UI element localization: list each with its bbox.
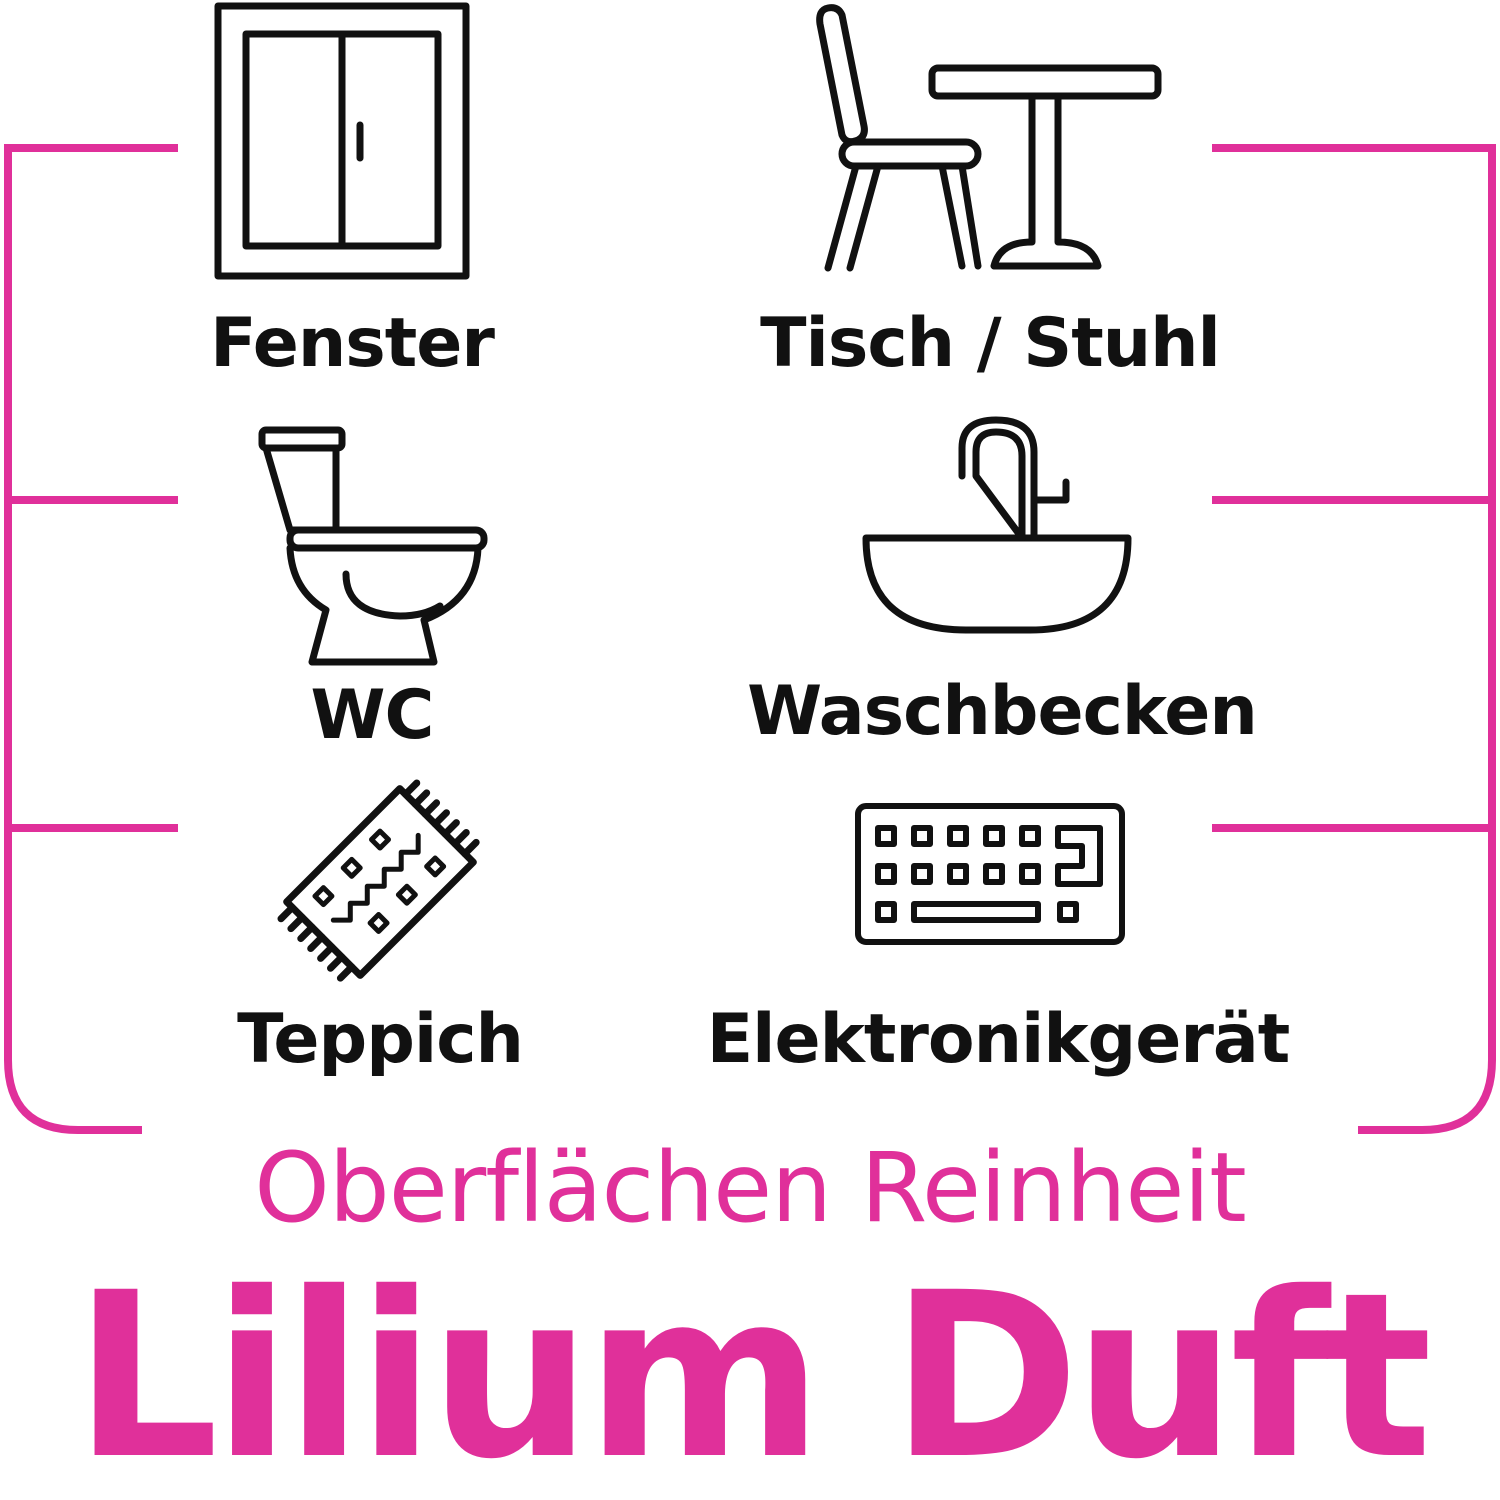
- item-label-fenster: Fenster: [210, 304, 495, 383]
- item-label-elektronikgeraet: Elektronikgerät: [706, 1000, 1291, 1079]
- item-label-wc: WC: [310, 676, 435, 755]
- left-bracket: [4, 144, 178, 1134]
- left-tick: [8, 496, 178, 832]
- sink-icon: [862, 416, 1132, 634]
- item-label-teppich: Teppich: [237, 1000, 524, 1079]
- rug-icon: [277, 779, 480, 982]
- right-bracket: [1212, 144, 1496, 1134]
- subtitle: Oberflächen Reinheit: [254, 1132, 1247, 1244]
- item-label-waschbecken: Waschbecken: [747, 672, 1258, 751]
- table-chair-icon: [816, 4, 1162, 272]
- keyboard-icon: [855, 803, 1125, 945]
- item-label-tisch-stuhl: Tisch / Stuhl: [760, 304, 1221, 383]
- brand-name: Lilium Duft: [73, 1243, 1433, 1500]
- toilet-icon: [258, 426, 488, 666]
- window-icon: [214, 2, 470, 280]
- right-tick: [1212, 496, 1492, 832]
